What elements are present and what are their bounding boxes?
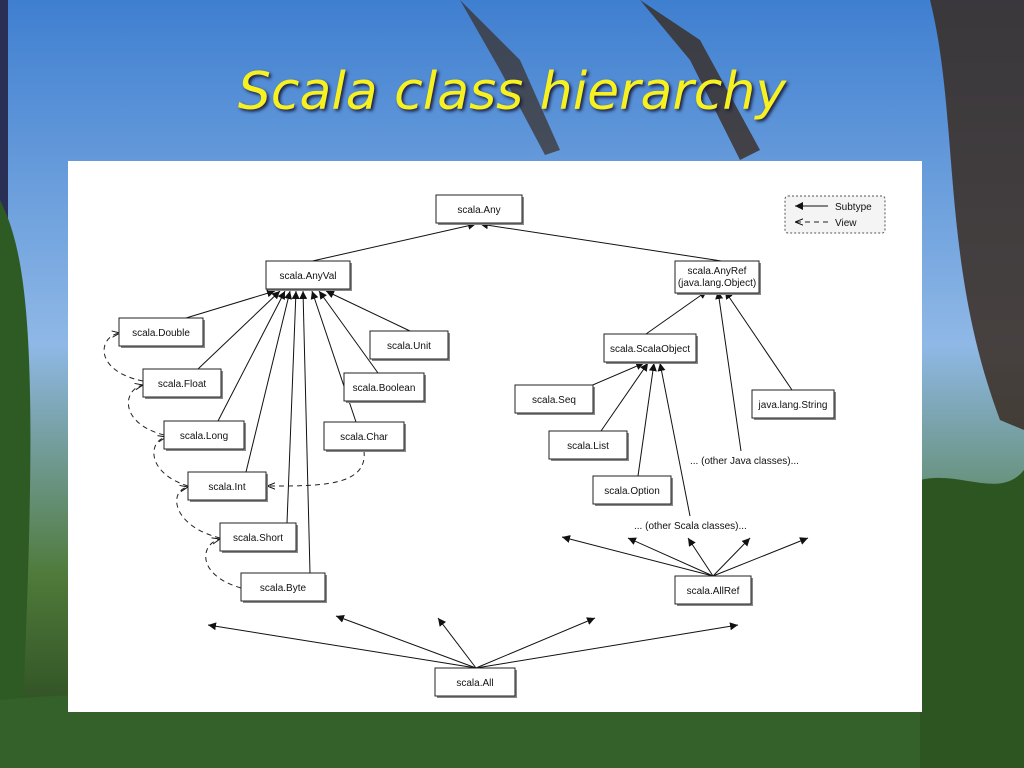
node-scala-short: scala.Short: [219, 522, 298, 553]
edge-allref-4: [712, 537, 751, 577]
node-label: scala.Short: [233, 533, 283, 544]
class-hierarchy-diagram: Subtype View: [103, 194, 886, 698]
edge-double-anyval: [185, 289, 276, 319]
edge-long-anyval: [217, 290, 286, 422]
edge-all-3: [437, 617, 477, 669]
edge-short-anyval: [286, 290, 300, 524]
edge-anyref-any: [479, 221, 729, 263]
view-edges: [103, 333, 365, 589]
node-scala-byte: scala.Byte: [240, 572, 327, 603]
view-byte-short: [205, 539, 242, 589]
node-scala-char: scala.Char: [323, 421, 406, 452]
legend-view-label: View: [835, 218, 857, 229]
edge-unit-anyval: [325, 290, 411, 332]
node-java-lang-string: java.lang.String: [751, 389, 836, 420]
view-short-int: [176, 487, 221, 539]
node-scala-boolean: scala.Boolean: [343, 372, 426, 403]
node-label: scala.Int: [208, 482, 245, 493]
node-scala-anyref: scala.AnyRef (java.lang.Object): [674, 260, 761, 295]
edge-anyval-any: [307, 221, 477, 263]
node-scala-scalaobject: scala.ScalaObject: [603, 333, 698, 364]
edge-allref-1: [561, 535, 714, 577]
node-label: scala.ScalaObject: [610, 344, 690, 355]
edge-all-4: [475, 617, 596, 669]
node-scala-all: scala.All: [434, 667, 517, 698]
view-float-double: [103, 333, 144, 382]
edge-all-5: [475, 622, 739, 669]
node-label: scala.AllRef: [687, 586, 740, 597]
legend-subtype-label: Subtype: [835, 202, 872, 213]
edge-boolean-anyval: [318, 290, 379, 374]
node-scala-int: scala.Int: [187, 471, 268, 502]
node-label: scala.Float: [158, 379, 207, 390]
edge-seq-scalaobject: [587, 362, 645, 388]
node-label: scala.Unit: [387, 341, 431, 352]
node-label: java.lang.String: [758, 400, 828, 411]
edge-allref-2: [627, 537, 714, 577]
view-long-float: [127, 385, 165, 436]
node-label: scala.AnyVal: [279, 271, 336, 282]
node-scala-allref: scala.AllRef: [674, 575, 753, 606]
legend: Subtype View: [784, 195, 886, 234]
note-other-java-classes: ... (other Java classes)...: [690, 456, 799, 467]
edge-allref-3: [687, 537, 714, 577]
node-scala-float: scala.Float: [142, 368, 223, 399]
edge-all-1: [207, 622, 477, 669]
node-scala-long: scala.Long: [163, 420, 246, 451]
node-label: (java.lang.Object): [678, 278, 756, 289]
node-label: scala.Byte: [260, 583, 307, 594]
edge-scalaobject-anyref: [645, 290, 708, 335]
edge-allref-5: [712, 537, 809, 577]
slide-title: Scala class hierarchy: [237, 62, 787, 122]
view-int-long: [153, 437, 189, 487]
edge-float-anyval: [197, 290, 281, 370]
node-label: scala.All: [456, 678, 493, 689]
edge-otherscala-scalaobject: [657, 362, 691, 517]
node-label: scala.Seq: [532, 395, 576, 406]
node-label: scala.Any: [457, 205, 500, 216]
node-scala-any: scala.Any: [435, 194, 524, 225]
node-label: scala.AnyRef: [688, 266, 747, 277]
node-scala-seq: scala.Seq: [514, 384, 595, 415]
node-scala-anyval: scala.AnyVal: [265, 260, 352, 291]
node-scala-double: scala.Double: [118, 317, 205, 348]
edge-byte-anyval: [299, 290, 311, 574]
node-label: scala.Long: [180, 431, 228, 442]
node-scala-option: scala.Option: [592, 475, 673, 506]
subtype-edges: [185, 221, 809, 669]
node-scala-list: scala.List: [548, 430, 629, 461]
diagram-panel: Subtype View: [68, 161, 922, 712]
edge-list-scalaobject: [600, 362, 649, 432]
edge-all-2: [335, 615, 477, 669]
edge-string-anyref: [724, 290, 793, 391]
edge-option-scalaobject: [637, 362, 657, 477]
node-label: scala.Option: [604, 486, 660, 497]
edge-int-anyval: [245, 290, 292, 473]
node-label: scala.List: [567, 441, 609, 452]
edge-otherjava-anyref: [715, 290, 742, 452]
view-char-int: [267, 450, 365, 486]
node-scala-unit: scala.Unit: [369, 330, 450, 361]
note-other-scala-classes: ... (other Scala classes)...: [634, 521, 747, 532]
node-label: scala.Boolean: [353, 383, 416, 394]
node-label: scala.Double: [132, 328, 190, 339]
node-label: scala.Char: [340, 432, 388, 443]
